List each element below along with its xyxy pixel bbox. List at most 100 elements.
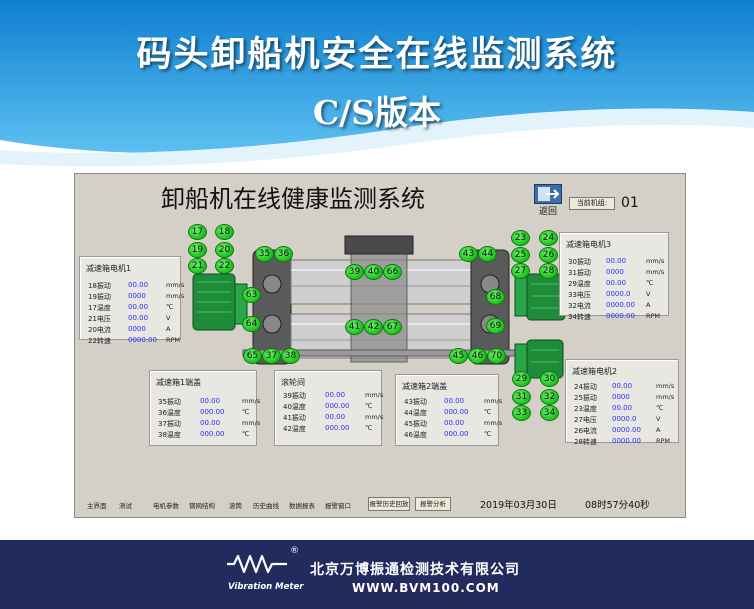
point-42[interactable]: 42 <box>364 319 383 335</box>
point-17[interactable]: 17 <box>188 224 207 240</box>
menu-item-alarm-window[interactable]: 报警窗口 <box>325 502 351 510</box>
point-41[interactable]: 41 <box>345 319 364 335</box>
point-21[interactable]: 21 <box>188 258 207 274</box>
reading-label: 33电压 <box>568 291 591 299</box>
reading-label: 17温度 <box>88 304 111 312</box>
point-22[interactable]: 22 <box>215 258 234 274</box>
point-28[interactable]: 28 <box>539 263 558 279</box>
point-69[interactable]: 69 <box>486 318 505 334</box>
reading-value: 0000 <box>128 325 146 333</box>
back-label: 返回 <box>538 207 557 217</box>
reading-label: 27电压 <box>574 416 597 424</box>
point-68[interactable]: 68 <box>486 289 505 305</box>
point-33[interactable]: 33 <box>512 405 531 421</box>
point-70[interactable]: 70 <box>487 348 506 364</box>
reading-unit: mm/s <box>365 413 384 421</box>
company-name: 北京万博振通检测技术有限公司 <box>310 562 520 578</box>
reading-value: 00.00 <box>128 314 149 322</box>
reading-label: 40温度 <box>283 403 306 411</box>
unloader-machine-diagram <box>192 235 566 379</box>
reading-value: 000.00 <box>444 430 469 438</box>
menu-item-steel-structure[interactable]: 钢网结构 <box>189 502 215 510</box>
menu-item-motor-params[interactable]: 电机参数 <box>153 502 179 510</box>
reading-unit: ℃ <box>646 279 654 287</box>
point-26[interactable]: 26 <box>539 247 558 263</box>
point-18[interactable]: 18 <box>215 224 234 240</box>
reading-label: 38温度 <box>158 431 181 439</box>
point-36[interactable]: 36 <box>274 246 293 262</box>
point-44[interactable]: 44 <box>478 246 497 262</box>
point-35[interactable]: 35 <box>255 246 274 262</box>
reading-value: 00.00 <box>612 382 633 390</box>
reading-value: 00.00 <box>444 397 465 405</box>
point-63[interactable]: 63 <box>242 287 261 303</box>
point-40[interactable]: 40 <box>364 264 383 280</box>
company-website[interactable]: WWW.BVM100.COM <box>352 581 500 595</box>
point-29[interactable]: 29 <box>512 371 531 387</box>
reading-label: 32电流 <box>568 302 591 310</box>
alarm-analysis-button[interactable]: 报警分析 <box>415 497 451 511</box>
reading-value: 00.00 <box>200 419 221 427</box>
menu-item-test[interactable]: 测试 <box>119 502 132 510</box>
point-37[interactable]: 37 <box>262 348 281 364</box>
point-34[interactable]: 34 <box>540 405 559 421</box>
reading-unit: ℃ <box>484 430 492 438</box>
reading-unit: mm/s <box>166 292 185 300</box>
point-32[interactable]: 32 <box>540 389 559 405</box>
reading-unit: RPM <box>656 437 671 445</box>
company-footer: ® Vibration Meter 北京万博振通检测技术有限公司 WWW.BVM… <box>0 540 754 609</box>
reading-label: 24振动 <box>574 383 597 391</box>
panel-box2-title: 减速箱2端盖 <box>402 382 448 391</box>
reading-label: 20电流 <box>88 326 111 334</box>
reading-unit: mm/s <box>242 419 261 427</box>
reading-value: 00.00 <box>325 391 346 399</box>
reading-unit: mm/s <box>656 382 675 390</box>
point-66[interactable]: 66 <box>383 264 402 280</box>
point-20[interactable]: 20 <box>215 242 234 258</box>
point-27[interactable]: 27 <box>511 263 530 279</box>
reading-unit: A <box>646 301 651 309</box>
point-25[interactable]: 25 <box>511 247 530 263</box>
reading-value: 000.00 <box>200 430 225 438</box>
alarm-history-replay-button[interactable]: 报警历史回放 <box>368 497 410 511</box>
point-64[interactable]: 64 <box>242 316 261 332</box>
menu-item-drum[interactable]: 滚筒 <box>229 502 242 510</box>
app-title: 卸船机在线健康监测系统 <box>161 185 425 213</box>
point-65[interactable]: 65 <box>243 348 262 364</box>
reading-label: 35振动 <box>158 398 181 406</box>
reading-label: 46温度 <box>404 431 427 439</box>
reading-label: 39振动 <box>283 392 306 400</box>
point-46[interactable]: 46 <box>468 348 487 364</box>
menu-item-history-curve[interactable]: 历史曲线 <box>253 502 279 510</box>
point-30[interactable]: 30 <box>540 371 559 387</box>
reading-unit: mm/s <box>242 397 261 405</box>
vibration-wave-logo <box>227 554 287 574</box>
reading-label: 21电压 <box>88 315 111 323</box>
point-43[interactable]: 43 <box>459 246 478 262</box>
panel-motor3-title: 减速箱电机3 <box>566 240 612 249</box>
point-45[interactable]: 45 <box>449 348 468 364</box>
menu-item-data-report[interactable]: 数据报表 <box>289 502 315 510</box>
reading-label: 26电流 <box>574 427 597 435</box>
point-19[interactable]: 19 <box>188 242 207 258</box>
point-31[interactable]: 31 <box>512 389 531 405</box>
point-39[interactable]: 39 <box>345 264 364 280</box>
point-38[interactable]: 38 <box>281 348 300 364</box>
reading-label: 41振动 <box>283 414 306 422</box>
slide-subtitle: C/S版本 <box>312 93 442 132</box>
point-23[interactable]: 23 <box>511 230 530 246</box>
back-button[interactable]: 返回 <box>531 184 565 217</box>
logo-text: Vibration Meter <box>228 582 304 592</box>
current-machine-button[interactable]: 当前机组: <box>569 197 615 210</box>
point-67[interactable]: 67 <box>383 319 402 335</box>
sky-banner <box>0 0 754 200</box>
reading-unit: mm/s <box>484 419 503 427</box>
current-date: 2019年03月30日 <box>480 500 557 511</box>
point-24[interactable]: 24 <box>539 230 558 246</box>
slide-header: 码头卸船机安全在线监测系统 C/S版本 <box>0 0 754 200</box>
panel-roller-title: 滚轮间 <box>281 378 305 387</box>
menu-item-main[interactable]: 主界面 <box>87 502 107 510</box>
